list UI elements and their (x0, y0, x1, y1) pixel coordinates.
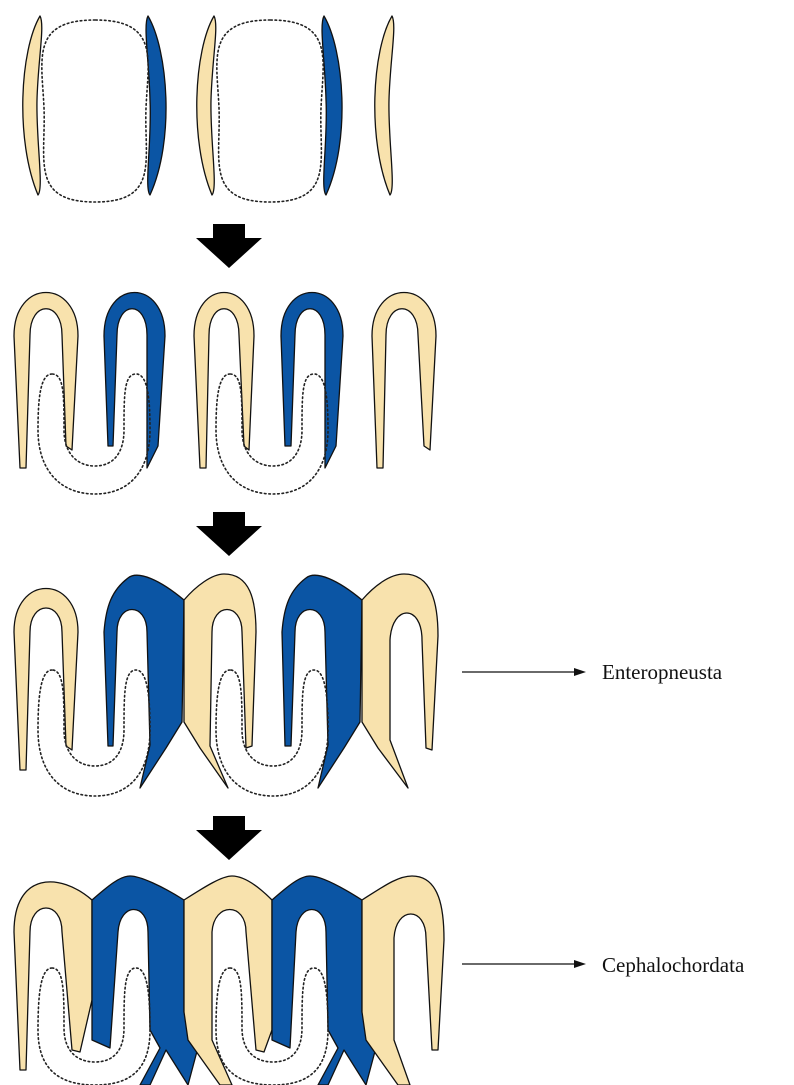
stage-2-bar-pale-1 (14, 293, 78, 469)
stage-4-gill-bars (14, 876, 444, 1085)
stage-1-bar-blue-1 (146, 16, 166, 195)
down-arrow-3 (196, 816, 262, 860)
stage-3-gill-slit-outline-1 (38, 670, 150, 796)
stage-2-bar-pale-2 (194, 293, 254, 469)
label-cephalochordata: Cephalochordata (602, 953, 745, 977)
stage-2-gill-slit-outline-2 (216, 374, 328, 494)
stage-2-bar-pale-3 (372, 293, 436, 469)
stage-4-bar-pale-2 (184, 876, 272, 1085)
stage-3-bar-pale-2 (184, 574, 256, 788)
stage-1-gill-bars (23, 16, 394, 202)
stage-2-bar-blue-1 (104, 293, 165, 469)
enteropneusta-pointer-arrow (462, 668, 586, 676)
stage-2-gill-slit-outline-1 (38, 374, 150, 494)
stage-3-bar-pale-1 (14, 589, 78, 771)
stage-1-bar-pale-1 (23, 16, 42, 195)
down-arrow-1 (196, 224, 262, 268)
stage-1-bar-pale-2 (197, 16, 216, 195)
stage-2-gill-bars (14, 293, 436, 495)
stage-1-bar-blue-2 (322, 16, 342, 195)
stage-3-gill-bars (14, 574, 438, 796)
stage-1-gill-slit-outline-2 (217, 20, 323, 202)
stage-2-bar-blue-2 (281, 293, 343, 469)
label-enteropneusta: Enteropneusta (602, 660, 723, 684)
stage-4-bar-pale-1 (14, 882, 92, 1070)
stage-3-gill-slit-outline-2 (216, 670, 328, 796)
cephalochordata-pointer-arrow (462, 960, 586, 968)
down-arrow-2 (196, 512, 262, 556)
stage-3-bar-pale-3 (362, 574, 438, 788)
stage-1-bar-pale-3 (375, 16, 394, 195)
stage-1-gill-slit-outline-1 (42, 20, 148, 202)
